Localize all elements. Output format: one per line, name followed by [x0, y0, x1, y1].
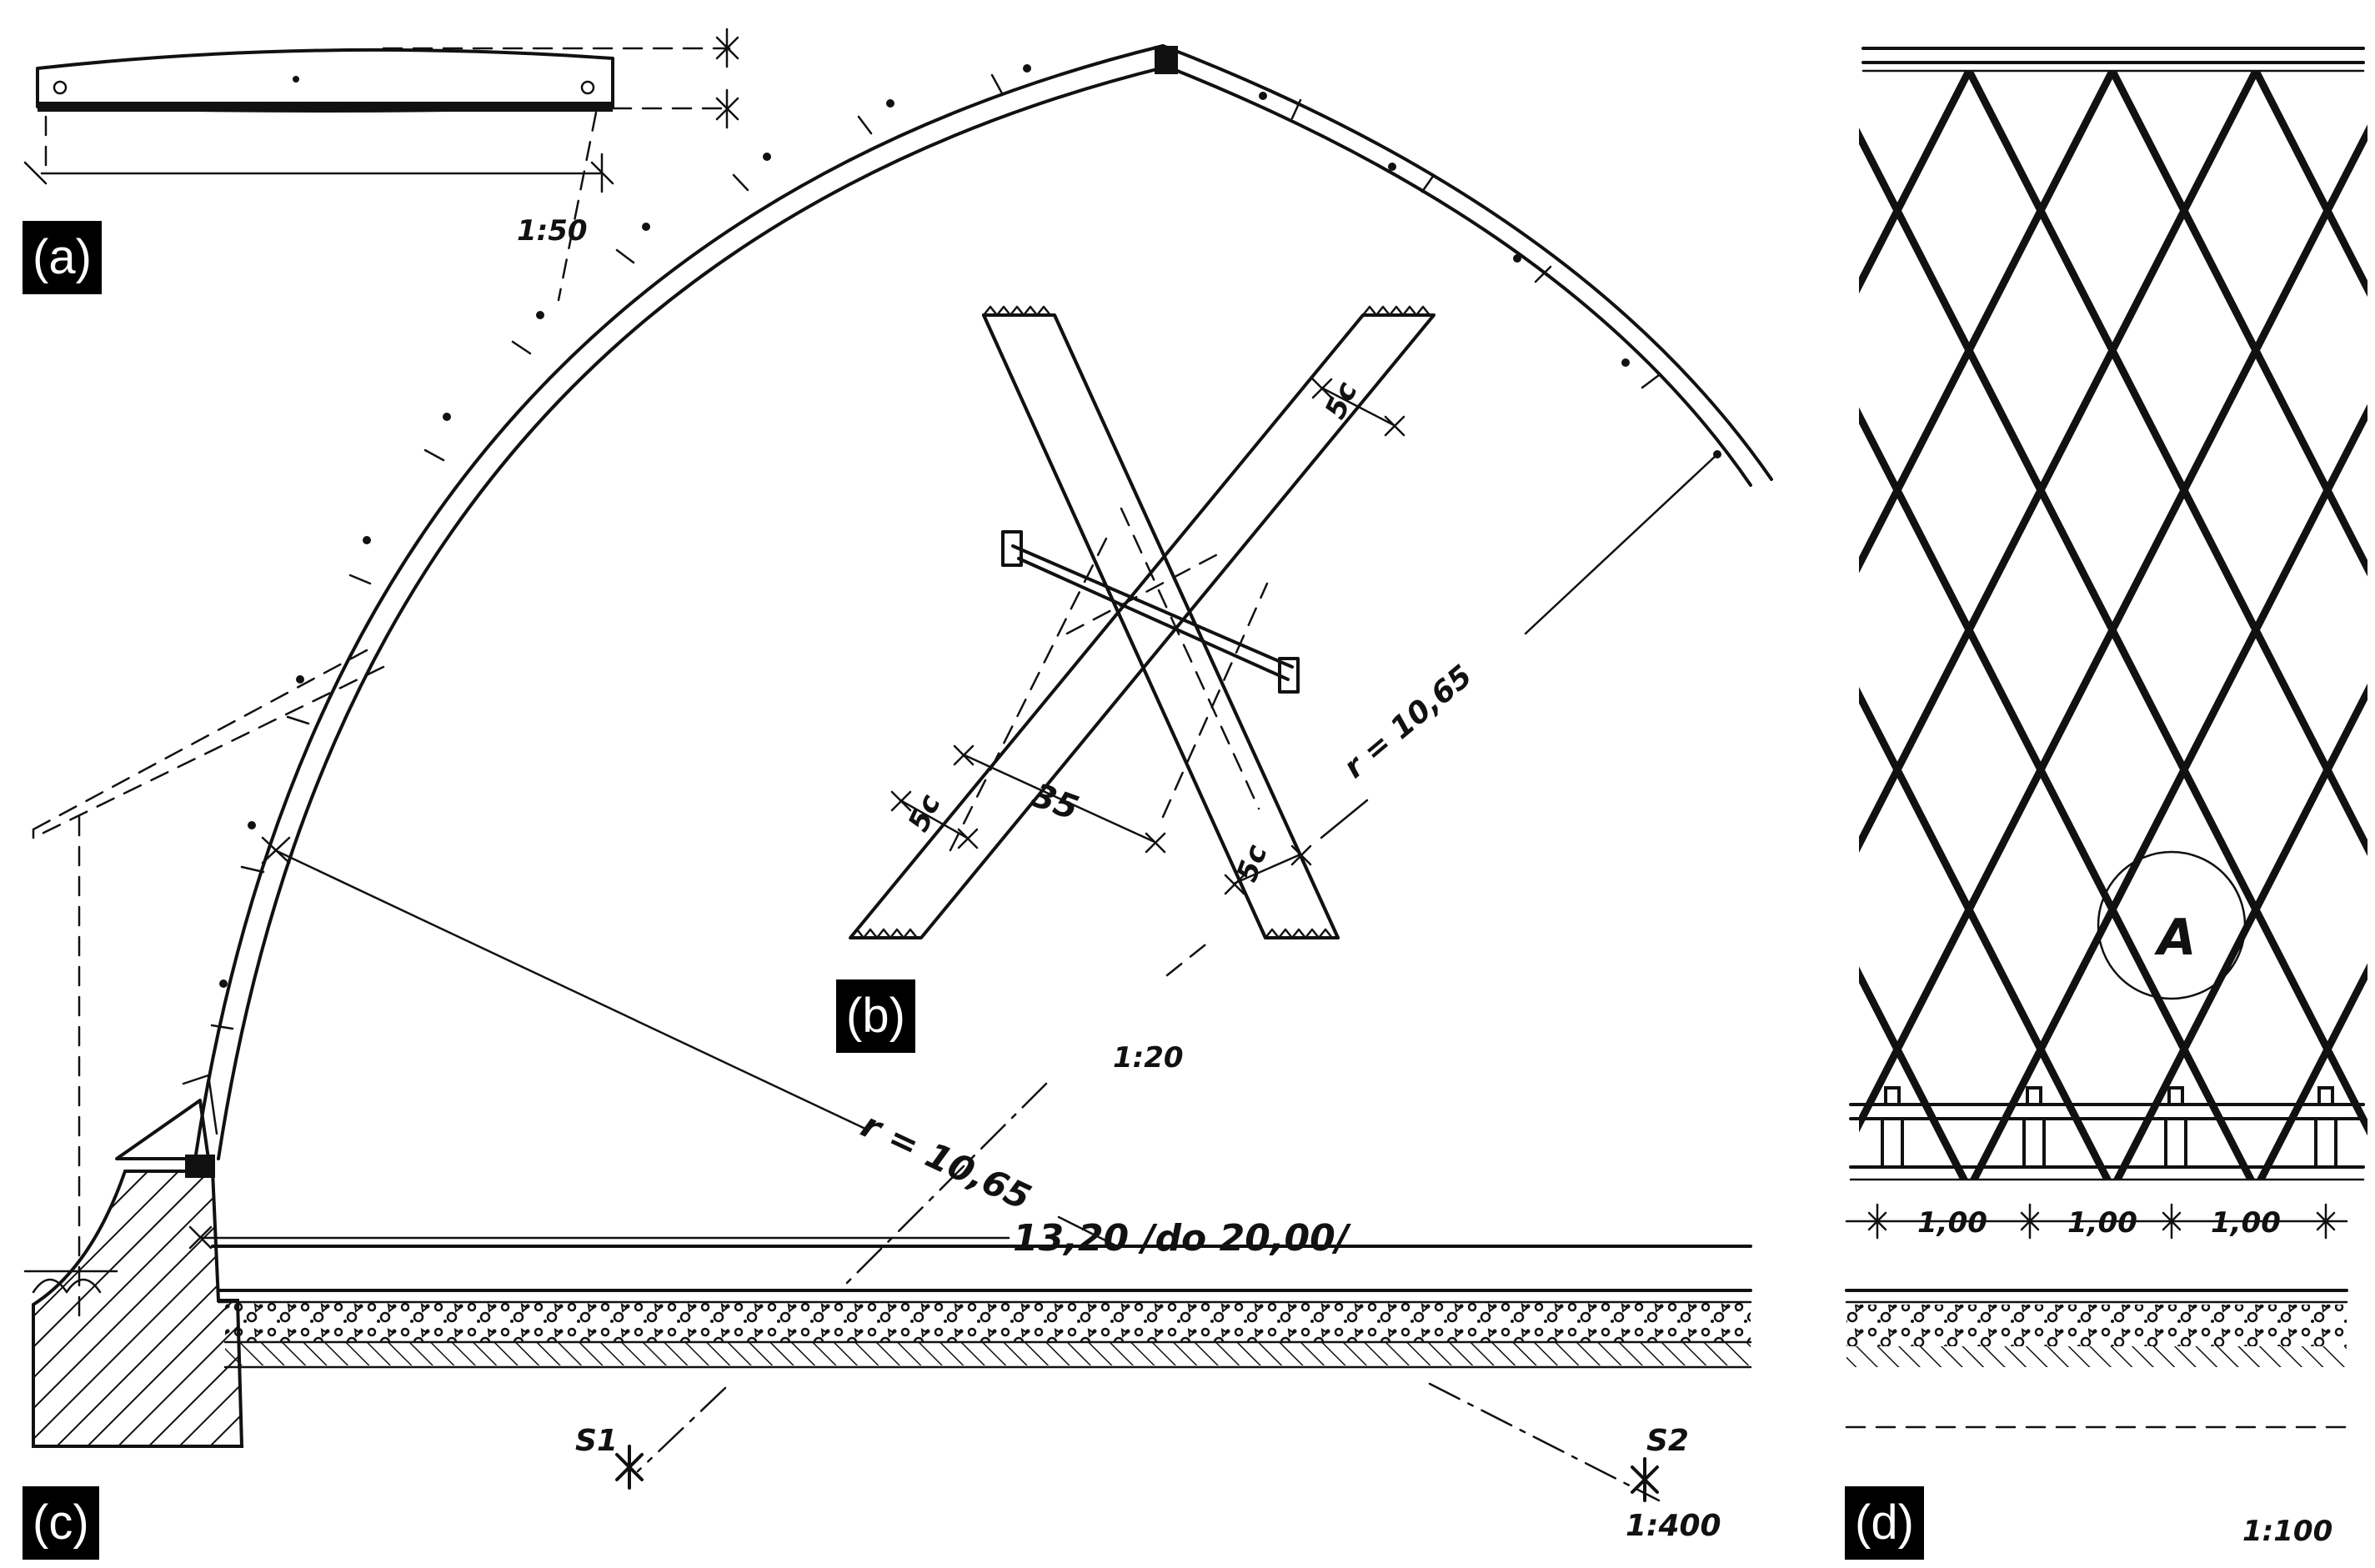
panel-d-circle-mark: A	[2154, 909, 2196, 967]
lattice-rib	[2112, 684, 2367, 1180]
lattice-post-cap	[2167, 1086, 2184, 1105]
lattice-rib	[1255, 71, 1826, 1184]
lattice-rib	[1252, 71, 1823, 1184]
lattice-rib	[1859, 124, 2367, 1133]
panel-a-segment-detail: 1:50	[23, 28, 739, 302]
panel-c-scale: 1:400	[1626, 1509, 1721, 1543]
panel-b-label: (b)	[836, 979, 915, 1053]
panel-c-section-mark-1: S1	[575, 1424, 618, 1458]
lattice-rib	[968, 71, 1539, 1184]
panel-c-arch-section: r = 10,65 13,20 /do 20,00/ S1 S2 1:400	[23, 44, 1773, 1543]
lattice-rib	[1859, 686, 2112, 1180]
panel-b-dim-lower: 5c	[1230, 840, 1275, 886]
lattice-rib	[681, 71, 1252, 1184]
lattice-post	[2164, 1117, 2187, 1169]
panel-d-spacing-3: 1,00	[2211, 1206, 2281, 1240]
panel-d-scale: 1:100	[2242, 1515, 2332, 1548]
panel-b-dim-gap: 35	[1027, 776, 1084, 828]
lattice-rib	[2252, 71, 2367, 298]
lattice-rib	[1969, 403, 2367, 1180]
panel-c-span-label: 13,20 /do 20,00/	[1013, 1217, 1352, 1260]
panel-d-label: (d)	[1845, 1486, 1924, 1560]
lattice-rib	[1109, 71, 1680, 1184]
lattice-rib	[1859, 71, 2260, 854]
lattice-rib	[538, 71, 1109, 1184]
panel-c-section-mark-2: S2	[1646, 1424, 1689, 1458]
panel-d-lattice-plan: 1,00 1,00 1,00 A 1:100	[538, 47, 2367, 1548]
lattice-rib	[1859, 71, 1973, 294]
lattice-post	[1881, 1117, 1904, 1169]
lattice-post-cap	[2026, 1086, 2042, 1105]
lattice-post-cap	[2317, 1086, 2334, 1105]
lattice-rib	[2108, 71, 2367, 577]
panel-b-scale: 1:20	[1113, 1041, 1184, 1075]
lattice-rib	[1859, 966, 1969, 1180]
panel-b-joint-detail: 5c 5c 35 5c r = 10,65 1:20	[849, 305, 1719, 1075]
lattice-post	[2314, 1117, 2337, 1169]
panel-a-label: (a)	[23, 221, 102, 294]
panel-d-spacing-2: 1,00	[2067, 1206, 2137, 1240]
lattice-rib	[1859, 128, 2367, 1136]
lattice-post-cap	[1884, 1086, 1901, 1105]
panel-c-radius-label: r = 10,65	[855, 1105, 1037, 1219]
panel-c-label: (c)	[23, 1486, 99, 1560]
panel-b-radius-label: r = 10,65	[1337, 659, 1478, 785]
panel-a-scale: 1:50	[517, 214, 588, 248]
lattice-post	[2022, 1117, 2046, 1169]
lattice-rib	[2256, 963, 2367, 1180]
panel-d-spacing-1: 1,00	[1917, 1206, 1987, 1240]
lattice-rib	[1859, 71, 2117, 574]
